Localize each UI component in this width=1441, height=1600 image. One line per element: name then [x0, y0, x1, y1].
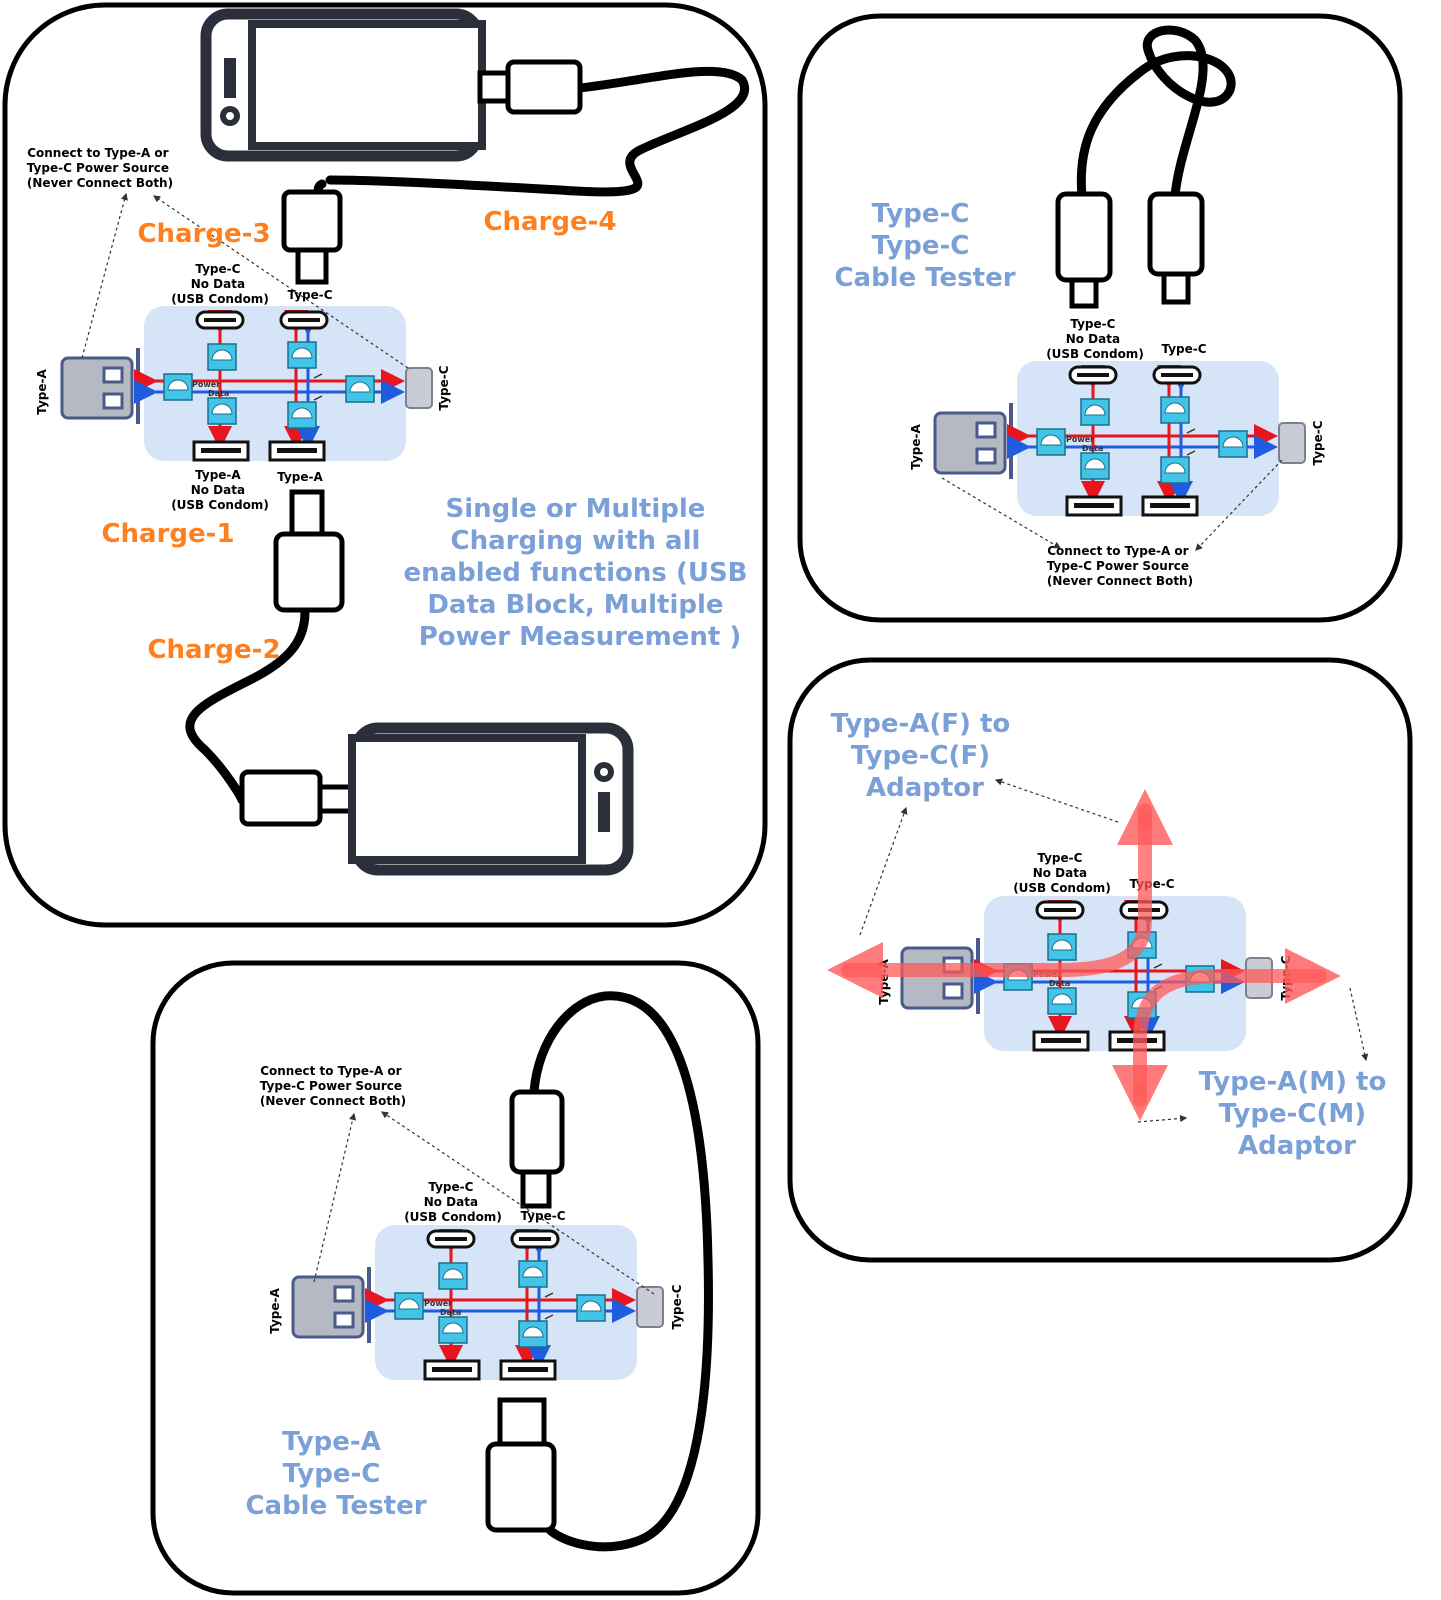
cable-charge-2	[185, 607, 310, 805]
data-label: Data	[1082, 444, 1103, 453]
usb-plug-icon	[505, 59, 583, 115]
type-c-label: Type-C	[1161, 342, 1206, 356]
usb-plug-icon	[317, 784, 355, 814]
usb-plug-icon	[281, 189, 343, 253]
charge-3-label: Charge-3	[137, 219, 270, 249]
power-source-note: Connect to Type-A or Type-C Power Source…	[1047, 544, 1193, 588]
type-c-label: Type-C	[1129, 877, 1174, 891]
usb-plug-icon	[1161, 271, 1191, 305]
note-arrow	[1195, 459, 1283, 551]
condom-a-label: Type-A No Data (USB Condom)	[171, 468, 269, 512]
panel-ac-tester: Power Data Type-C No Data (USB Condom) T…	[150, 960, 761, 1596]
type-c-label: Type-C	[520, 1209, 565, 1223]
usb-plug-icon	[485, 1441, 557, 1533]
power-label: Power	[424, 1299, 452, 1308]
note-arrow	[1137, 1114, 1188, 1123]
note-arrow	[381, 1111, 655, 1295]
arrow-icon	[827, 813, 1152, 998]
right-plug-label: Type-C	[670, 1284, 684, 1329]
usb-plug-icon	[1147, 191, 1205, 277]
power-source-note: Connect to Type-A or Type-C Power Source…	[260, 1064, 406, 1108]
charge-1-label: Charge-1	[101, 519, 234, 549]
note-arrow	[859, 806, 908, 936]
cc-tester-title: Type-C Type-C Cable Tester	[834, 199, 1015, 293]
data-label: Data	[208, 389, 229, 398]
usb-plug-icon	[273, 531, 345, 613]
adaptor-flow-arrows	[827, 789, 1341, 1121]
usb-plug-icon	[1069, 277, 1099, 309]
condom-c-label: Type-C No Data (USB Condom)	[1046, 317, 1144, 361]
data-label: Data	[1049, 979, 1070, 988]
usb-plug-icon	[497, 1397, 547, 1447]
male-adaptor-label: Type-A(M) to Type-C(M) Adaptor	[1199, 1067, 1396, 1161]
data-label: Data	[440, 1308, 461, 1317]
note-arrow	[313, 1112, 357, 1283]
usb-plug-icon	[509, 1089, 565, 1175]
note-arrow	[1349, 987, 1369, 1062]
smartphone-icon	[200, 8, 486, 162]
cable-c-c	[1076, 25, 1236, 201]
usb-plug-icon	[520, 1169, 552, 1209]
panel-charging-frame	[2, 2, 768, 928]
female-adaptor-label: Type-A(F) to Type-C(F) Adaptor	[831, 709, 1020, 803]
usb-plug-icon	[289, 489, 325, 537]
condom-c-label: Type-C No Data (USB Condom)	[1013, 851, 1111, 895]
usb-plug-icon	[239, 769, 323, 827]
type-c-label: Type-C	[287, 288, 332, 302]
panel-charging: Power Data Type-C No Data (USB Condom) T…	[2, 2, 768, 928]
smartphone-icon	[348, 722, 634, 876]
charge-4-label: Charge-4	[483, 207, 616, 237]
power-label: Power	[192, 380, 220, 389]
power-source-note: Connect to Type-A or Type-C Power Source…	[27, 146, 173, 190]
panel-cc-tester: Type-C Type-C Cable Tester Power Data Ty…	[797, 13, 1403, 623]
right-plug-label: Type-C	[437, 365, 451, 410]
charge-2-label: Charge-2	[147, 635, 280, 665]
usb-plug-icon	[295, 247, 329, 285]
condom-c-label: Type-C No Data (USB Condom)	[171, 262, 269, 306]
note-arrow	[81, 192, 128, 359]
arrow-icon	[1133, 948, 1341, 1097]
charging-description: Single or Multiple Charging with all ena…	[403, 494, 756, 652]
cable-charge-4	[325, 66, 749, 197]
power-label: Power	[1066, 435, 1094, 444]
right-plug-label: Type-C	[1311, 420, 1325, 465]
note-arrow	[941, 477, 1062, 549]
type-a-label: Type-A	[277, 470, 323, 484]
left-plug-label: Type-A	[35, 369, 49, 415]
usb-plug-icon	[1055, 191, 1113, 283]
ac-tester-title: Type-A Type-C Cable Tester	[245, 1427, 426, 1521]
condom-c-label: Type-C No Data (USB Condom)	[404, 1180, 502, 1224]
left-plug-label: Type-A	[268, 1288, 282, 1334]
left-plug-label: Type-A	[909, 424, 923, 470]
cable-a-c	[529, 991, 713, 1552]
panel-adaptor: Power Data Type-C No Data (USB Condom) T…	[787, 657, 1413, 1263]
